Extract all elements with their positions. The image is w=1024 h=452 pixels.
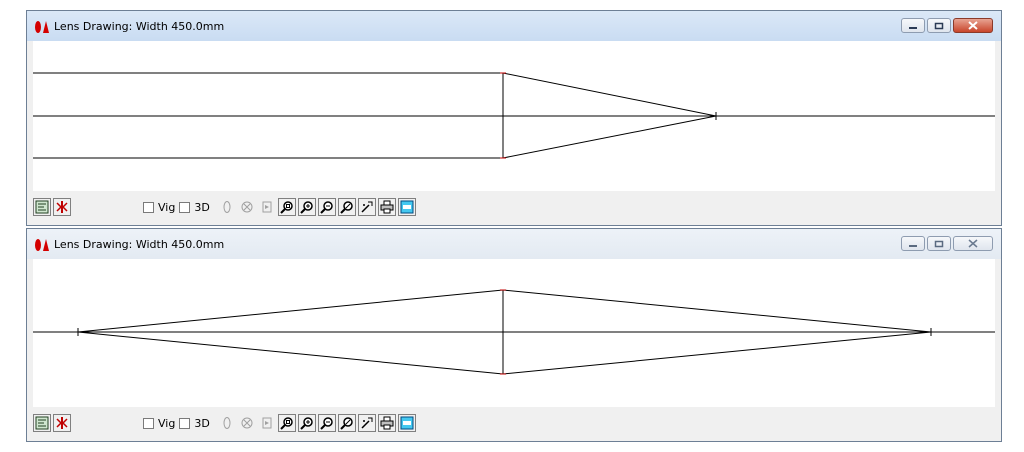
zoom-fit-button[interactable] bbox=[337, 414, 356, 432]
lens-flip-button[interactable] bbox=[53, 198, 71, 216]
vig-checkbox[interactable]: Vig bbox=[143, 201, 175, 214]
zoom-window-icon bbox=[280, 201, 293, 214]
3d-checkbox[interactable]: 3D bbox=[179, 201, 210, 214]
lens-drawing-app-icon[interactable] bbox=[34, 237, 50, 251]
surface-a-icon bbox=[223, 201, 231, 213]
lens-flip-icon bbox=[56, 417, 68, 429]
surface-c-icon bbox=[262, 417, 272, 429]
lens-drawing-window-2: Lens Drawing: Width 450.0mm bbox=[26, 228, 1002, 442]
surface-b-icon bbox=[241, 417, 253, 429]
diverging-ray-bottom bbox=[77, 331, 504, 375]
zoom-fit-icon bbox=[340, 201, 353, 214]
minimize-button[interactable] bbox=[901, 18, 925, 33]
close-button[interactable] bbox=[953, 18, 993, 33]
zoom-in-icon bbox=[300, 201, 313, 214]
title-bar[interactable]: Lens Drawing: Width 450.0mm bbox=[27, 229, 1001, 259]
lens-drawing-window-1: Lens Drawing: Width 450.0mm bbox=[26, 10, 1002, 226]
converging-ray-bottom bbox=[502, 331, 932, 375]
zoom-window-button[interactable] bbox=[277, 414, 296, 432]
surface-b-button[interactable] bbox=[237, 198, 256, 216]
pan-button[interactable] bbox=[357, 414, 376, 432]
surface-c-button[interactable] bbox=[257, 414, 276, 432]
dxf-export-icon bbox=[400, 200, 414, 214]
dxf-export-button[interactable] bbox=[397, 414, 416, 432]
title-bar[interactable]: Lens Drawing: Width 450.0mm bbox=[27, 11, 1001, 41]
print-button[interactable] bbox=[377, 198, 396, 216]
surface-b-button[interactable] bbox=[237, 414, 256, 432]
drawing-toolbar: Vig 3D bbox=[33, 193, 995, 221]
dxf-export-button[interactable] bbox=[397, 198, 416, 216]
converging-ray-top bbox=[502, 289, 932, 333]
converging-ray-top bbox=[502, 72, 717, 117]
zoom-fit-icon bbox=[340, 417, 353, 430]
print-icon bbox=[380, 200, 394, 214]
zoom-out-button[interactable] bbox=[317, 198, 336, 216]
dxf-export-icon bbox=[400, 416, 414, 430]
window-title: Lens Drawing: Width 450.0mm bbox=[54, 237, 225, 251]
zoom-window-icon bbox=[280, 417, 293, 430]
lens-drawing-app-icon[interactable] bbox=[34, 19, 50, 33]
vig-checkbox[interactable]: Vig bbox=[143, 417, 175, 430]
drawing-toolbar: Vig 3D bbox=[33, 409, 995, 437]
zoom-fit-button[interactable] bbox=[337, 198, 356, 216]
surface-a-button[interactable] bbox=[217, 414, 236, 432]
surface-a-icon bbox=[223, 417, 231, 429]
zoom-in-button[interactable] bbox=[297, 414, 316, 432]
minimize-icon bbox=[909, 26, 917, 29]
layout-view-button[interactable] bbox=[33, 414, 51, 432]
print-icon bbox=[380, 416, 394, 430]
zoom-in-button[interactable] bbox=[297, 198, 316, 216]
converging-ray-bottom bbox=[502, 115, 717, 159]
close-icon bbox=[968, 21, 978, 30]
print-button[interactable] bbox=[377, 414, 396, 432]
maximize-button[interactable] bbox=[927, 236, 951, 251]
lens-flip-icon bbox=[56, 201, 68, 213]
minimize-icon bbox=[909, 244, 917, 247]
surface-b-icon bbox=[241, 201, 253, 213]
surface-a-button[interactable] bbox=[217, 198, 236, 216]
lens-flip-button[interactable] bbox=[53, 414, 71, 432]
minimize-button[interactable] bbox=[901, 236, 925, 251]
zoom-out-icon bbox=[320, 417, 333, 430]
surface-c-icon bbox=[262, 201, 272, 213]
maximize-icon bbox=[934, 240, 944, 247]
pan-icon bbox=[361, 201, 373, 213]
close-icon bbox=[968, 239, 978, 248]
pan-button[interactable] bbox=[357, 198, 376, 216]
zoom-in-icon bbox=[300, 417, 313, 430]
layout-view-icon bbox=[35, 200, 49, 214]
maximize-icon bbox=[934, 22, 944, 29]
window-title: Lens Drawing: Width 450.0mm bbox=[54, 19, 225, 33]
diverging-ray-top bbox=[77, 289, 504, 333]
lens-drawing-canvas[interactable] bbox=[33, 259, 995, 407]
zoom-out-icon bbox=[320, 201, 333, 214]
lens-drawing-canvas[interactable] bbox=[33, 41, 995, 191]
maximize-button[interactable] bbox=[927, 18, 951, 33]
layout-view-icon bbox=[35, 416, 49, 430]
3d-checkbox[interactable]: 3D bbox=[179, 417, 210, 430]
surface-c-button[interactable] bbox=[257, 198, 276, 216]
zoom-out-button[interactable] bbox=[317, 414, 336, 432]
pan-icon bbox=[361, 417, 373, 429]
close-button[interactable] bbox=[953, 236, 993, 251]
layout-view-button[interactable] bbox=[33, 198, 51, 216]
zoom-window-button[interactable] bbox=[277, 198, 296, 216]
